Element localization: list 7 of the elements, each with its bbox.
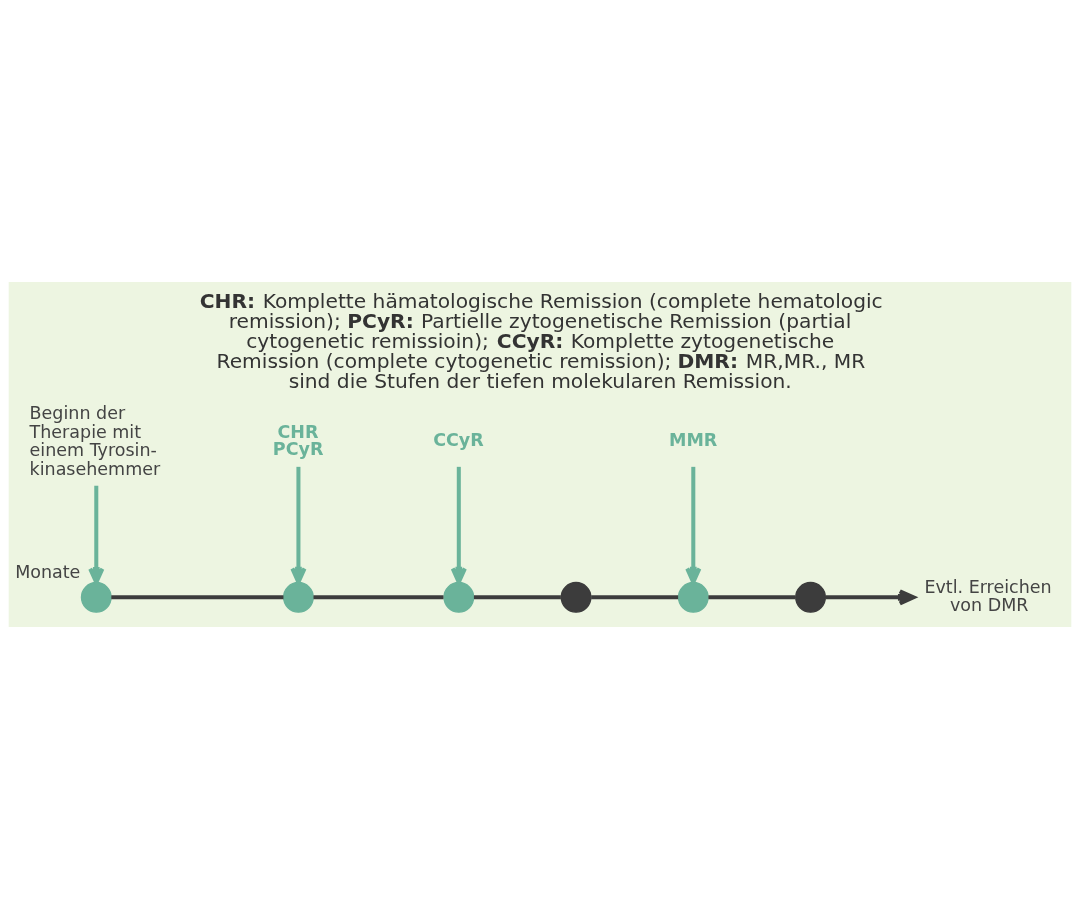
node-text: CHR PCyR	[272, 421, 324, 460]
node-label: Monate	[15, 561, 81, 582]
node-text: MMR	[669, 429, 718, 450]
node-text: CCyR	[433, 429, 484, 450]
node-text: Beginn der Therapie mit einem Tyrosin- kinasehemmer	[29, 402, 161, 480]
diagram-title: CHR: Komplette hämatologische Remission (complete hematologic remission); PCyR: Partielle zytogenetische Remission (partial cytogenetic remissioin); CCyR: Komplette zytogenetische Remission (complete cytogenetic remission); DMR: MR,MR., MR sind die Stufen der tiefen molekularen Remission.	[199, 288, 883, 394]
node-text: Evtl. Erreichen von DMR	[924, 576, 1052, 616]
